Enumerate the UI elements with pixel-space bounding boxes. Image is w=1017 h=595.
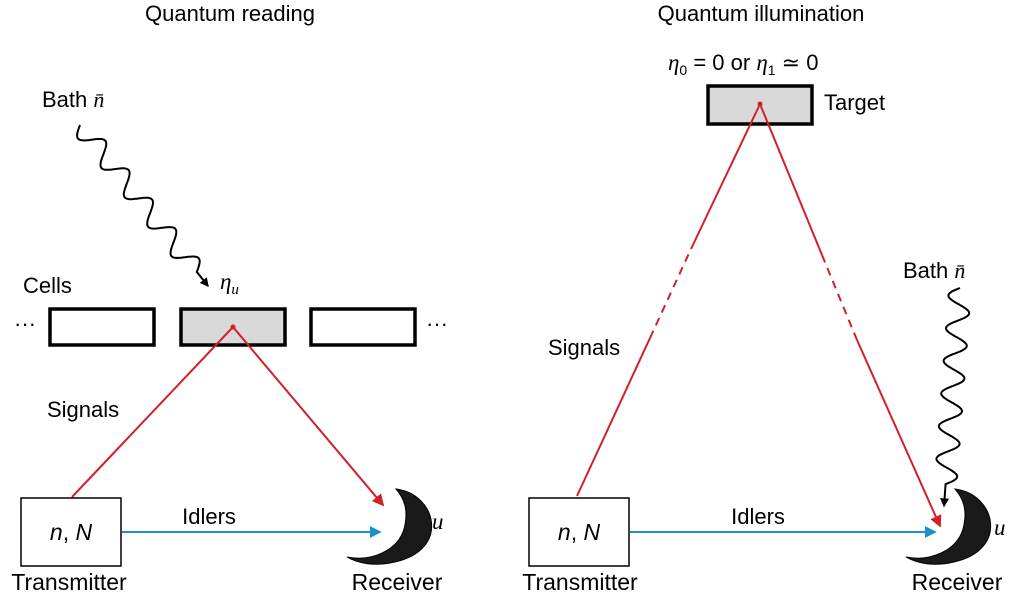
cell-target-u: [179, 307, 287, 347]
left-signals-label: Signals: [47, 397, 119, 422]
cells-label: Cells: [23, 273, 72, 298]
ellipsis-left: ···: [14, 311, 36, 336]
left-signal-path-return: [232, 326, 385, 507]
left-bath-wave-arrow: [76, 124, 209, 288]
left-bath-label: Bath n̄: [42, 87, 104, 112]
target-condition-label: η0 = 0 or η1 ≃ 0: [668, 50, 818, 78]
right-bath-label: Bath n̄: [903, 258, 965, 283]
right-signal-return-lower: [856, 339, 942, 528]
left-receiver-icon: [346, 488, 433, 565]
right-transmitter-text: n, N: [558, 519, 601, 545]
right-signal-out-dashed: [649, 248, 692, 339]
right-bath-wave-arrow: [935, 287, 971, 508]
right-panel-title: Quantum illumination: [658, 1, 865, 26]
left-transmitter-box: [20, 497, 122, 567]
left-idlers-label: Idlers: [182, 504, 236, 529]
cell-right: [309, 307, 417, 347]
right-transmitter-box: [528, 497, 630, 567]
right-signal-return-dashed: [821, 254, 858, 341]
right-receiver-label: Receiver: [912, 569, 1003, 595]
cell-left: [48, 307, 156, 347]
right-transmitter-label: Transmitter: [522, 569, 638, 595]
target-label: Target: [824, 90, 885, 115]
left-panel-title: Quantum reading: [145, 1, 315, 26]
right-output-u: u: [994, 515, 1006, 540]
left-output-u: u: [432, 509, 444, 534]
right-idlers-label: Idlers: [731, 504, 785, 529]
left-reflection-point: [230, 324, 236, 330]
left-panel: Quantum reading Bath n̄ ηu Cells ··· ···…: [11, 1, 448, 595]
right-signal-return-upper: [759, 103, 823, 256]
left-signal-path-out: [71, 326, 234, 498]
left-transmitter-text: n, N: [50, 519, 93, 545]
left-receiver-label: Receiver: [352, 569, 443, 595]
ellipsis-right: ···: [426, 311, 448, 336]
right-signals-label: Signals: [548, 335, 620, 360]
right-reflection-point: [757, 101, 763, 107]
right-panel: Quantum illumination η0 = 0 or η1 ≃ 0 Ta…: [522, 1, 1005, 595]
left-transmitter-label: Transmitter: [11, 569, 127, 595]
right-signal-out-upper: [690, 103, 761, 250]
right-signal-out-lower: [576, 337, 651, 497]
left-eta-u-label: ηu: [220, 269, 239, 298]
right-receiver-icon: [905, 488, 992, 565]
